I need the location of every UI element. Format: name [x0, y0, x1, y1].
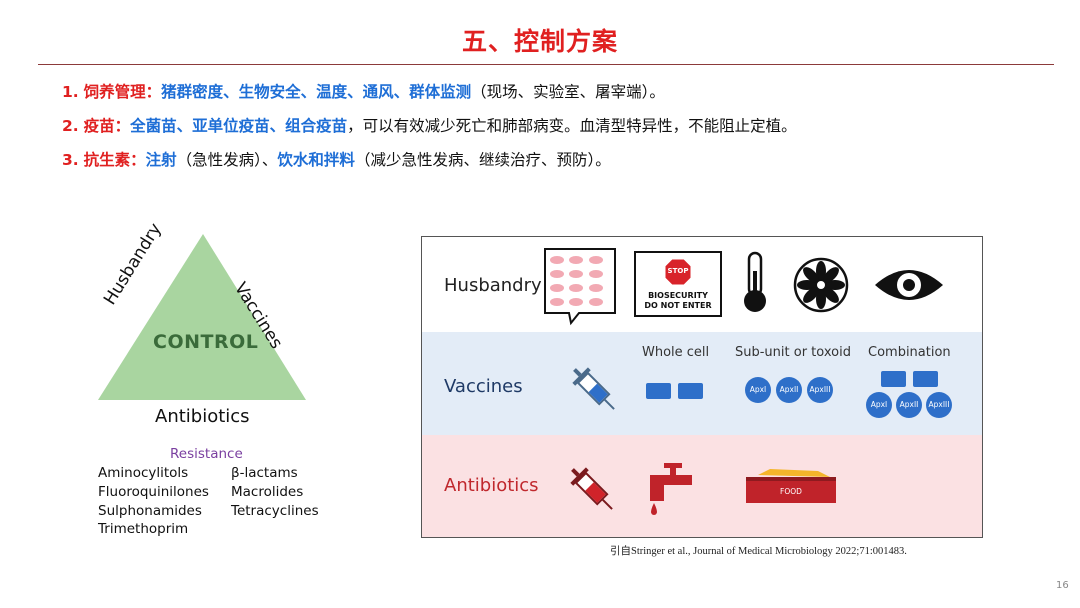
bullet-key-injection: 注射: [145, 151, 177, 169]
triangle-antibiotics-label: Antibiotics: [155, 406, 250, 427]
bullet-rest: （现场、实验室、屠宰端）。: [471, 83, 665, 101]
resistance-item: Trimethoprim: [98, 521, 189, 537]
page-number: 16: [1056, 580, 1069, 591]
bullet-lead: 饲养管理：: [83, 83, 162, 101]
thermometer-icon: [744, 251, 766, 312]
resistance-item: Macrolides: [231, 484, 304, 500]
bullet-key: 猪群密度、生物安全、温度、通风、群体监测: [161, 83, 472, 101]
do-not-enter-text: DO NOT ENTER: [644, 301, 712, 310]
citation: 引自Stringer et al., Journal of Medical Mi…: [610, 546, 907, 557]
resistance-item: Fluoroquinilones: [98, 484, 209, 500]
resistance-item: β-lactams: [231, 465, 298, 481]
antibiotics-band: Antibiotics: [422, 435, 982, 537]
biosecurity-text: BIOSECURITY: [648, 291, 708, 300]
bullet-key-water-feed: 饮水和拌料: [277, 151, 355, 169]
stop-text: STOP: [667, 267, 689, 275]
resistance-item: Tetracyclines: [231, 503, 319, 519]
combination-bacterium-icon: [913, 371, 938, 387]
husbandry-row-label: Husbandry: [444, 275, 542, 296]
bullet-vaccines: 2. 疫苗：全菌苗、亚单位疫苗、组合疫苗，可以有效减少死亡和肺部病变。血清型特异…: [62, 116, 797, 136]
whole-cell-bacterium-icon: [646, 383, 671, 399]
bullet-number: 3.: [62, 151, 79, 169]
page-title: 五、控制方案: [461, 27, 618, 56]
apxi-toxoid: ApxI: [745, 377, 771, 403]
triangle-control-label: CONTROL: [153, 331, 259, 353]
antibiotic-syringe-icon: [570, 467, 613, 510]
bullet-mid: （急性发病）、: [176, 151, 278, 169]
bullet-husbandry: 1. 饲养管理：猪群密度、生物安全、温度、通风、群体监测（现场、实验室、屠宰端）…: [62, 82, 665, 102]
vaccine-syringe-icon: [572, 367, 615, 410]
combination-apxii: ApxII: [896, 392, 922, 418]
resistance-item: Aminocylitols: [98, 465, 189, 481]
bullet-lead: 疫苗：: [83, 117, 131, 135]
combination-apxi: ApxI: [866, 392, 892, 418]
bullet-number: 2.: [62, 117, 79, 135]
apxii-toxoid: ApxII: [776, 377, 802, 403]
feed-trough-icon: [746, 469, 836, 503]
stop-sign-icon: [664, 258, 692, 286]
combination-bacterium-icon: [881, 371, 906, 387]
eye-monitoring-icon: [875, 270, 943, 300]
whole-cell-label: Whole cell: [642, 345, 710, 360]
fan-icon: [793, 257, 849, 313]
bullet-key: 全菌苗、亚单位疫苗、组合疫苗: [130, 117, 348, 135]
bullet-rest: （减少急性发病、继续治疗、预防）。: [354, 151, 611, 169]
pig-density-icon: [544, 248, 616, 326]
subunit-label: Sub-unit or toxoid: [735, 345, 851, 360]
bullet-lead: 抗生素：: [83, 151, 146, 169]
resistance-title: Resistance: [170, 446, 243, 462]
biosecurity-sign-icon: STOP BIOSECURITY DO NOT ENTER: [634, 251, 722, 317]
vaccines-row-label: Vaccines: [444, 376, 523, 397]
food-label: FOOD: [780, 487, 802, 496]
bullet-rest: ，可以有效减少死亡和肺部病变。血清型特异性，不能阻止定植。: [347, 117, 797, 135]
bullet-number: 1.: [62, 83, 79, 101]
bullet-antibiotics: 3. 抗生素：注射（急性发病）、饮水和拌料（减少急性发病、继续治疗、预防）。: [62, 150, 611, 170]
control-figure: Husbandry Vaccines Antibiotics STOP BIOS…: [421, 236, 983, 538]
antibiotics-row-label: Antibiotics: [444, 475, 539, 496]
combination-label: Combination: [868, 345, 951, 360]
whole-cell-bacterium-icon: [678, 383, 703, 399]
apxiii-toxoid: ApxIII: [807, 377, 833, 403]
water-tap-icon: [650, 463, 692, 515]
resistance-item: Sulphonamides: [98, 503, 202, 519]
combination-apxiii: ApxIII: [926, 392, 952, 418]
control-triangle: [98, 234, 306, 400]
title-divider: [38, 64, 1054, 65]
